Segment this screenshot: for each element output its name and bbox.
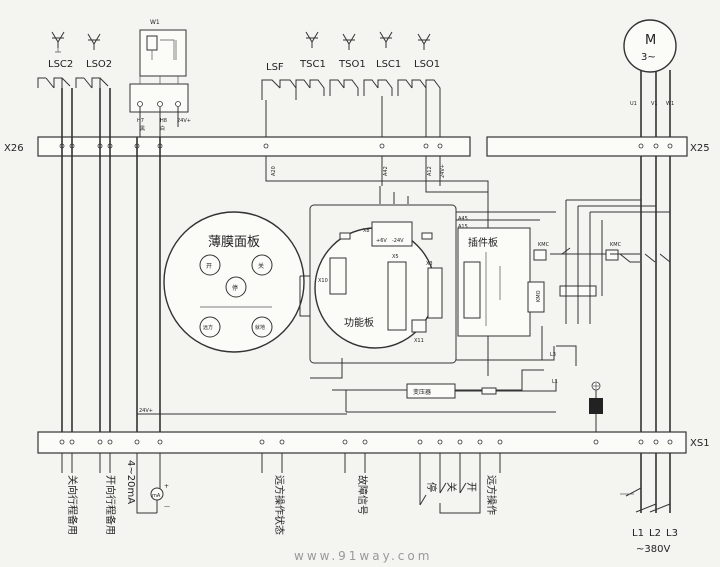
- x3-label: X3: [426, 261, 433, 267]
- supply-l3: L3: [666, 528, 678, 539]
- lso1-label: LSO1: [414, 59, 440, 70]
- kmc-label-2: KMC: [610, 242, 622, 248]
- watermark: www.91way.com: [294, 549, 432, 563]
- wire-a12: A12: [427, 166, 433, 176]
- label-close: 关: [445, 482, 458, 492]
- transformer: 变压器: [345, 379, 557, 412]
- plugin-board-title: 插件板: [468, 236, 498, 249]
- plus6v-label: +6V: [376, 238, 387, 244]
- w1-label: W1: [150, 19, 160, 26]
- wire-a45: A45: [458, 216, 468, 222]
- label-fault-signal: 故障信号: [356, 475, 369, 515]
- bus-24v-label: 24V+: [139, 408, 153, 414]
- wire-l1: L1: [552, 379, 558, 385]
- wire-24v: 24V+: [440, 164, 446, 178]
- label-current: 4~20mA: [125, 460, 136, 504]
- membrane-local: 就地: [255, 324, 265, 331]
- wire-a42: A42: [383, 166, 389, 176]
- label-remote-op: 远方操作: [485, 475, 498, 515]
- x10-label: X10: [318, 278, 328, 284]
- membrane-stop: 停: [232, 284, 238, 292]
- bottom-labels: 关向行程备用 开向行程备用 4~20mA 远方操作状态 故障信号 停 关 开 远…: [66, 460, 498, 535]
- label-stop: 停: [425, 482, 438, 492]
- w1-h8: H8: [160, 118, 167, 124]
- tso1-label: TSO1: [338, 59, 366, 70]
- supply-switch: [620, 487, 671, 513]
- lso2-label: LSO2: [86, 59, 112, 70]
- motor-u1: U1: [630, 101, 637, 107]
- label-remote-status: 远方操作状态: [273, 475, 286, 535]
- motor: M 3~ U1 V1 W1: [623, 19, 677, 137]
- w1-24v: 24V+: [177, 118, 191, 124]
- ma-meter: mA + —: [136, 463, 170, 514]
- vertical-wires: [61, 88, 671, 513]
- x26-label: X26: [4, 143, 24, 154]
- x26-terminals: [59, 143, 443, 149]
- label-open: 开: [465, 482, 476, 492]
- lsc1-label: LSC1: [376, 59, 401, 70]
- kmc-label: KMC: [538, 242, 550, 248]
- membrane-panel: 薄膜面板 开 关 停 远方 就地: [163, 211, 305, 353]
- membrane-remote: 远方: [203, 324, 213, 331]
- w1-black: 黑: [140, 126, 145, 132]
- contactor: KMC KMC KMO: [527, 199, 671, 324]
- label-open-travel: 开向行程备用: [104, 475, 117, 535]
- switch-contacts: [37, 77, 441, 100]
- function-board-title: 功能板: [344, 316, 374, 329]
- minus24v-label: -24V: [392, 238, 404, 244]
- bottom-switches: [419, 473, 481, 514]
- x26-terminal-bar: [37, 136, 471, 157]
- motor-phase: 3~: [641, 52, 656, 63]
- plus-label: +: [164, 483, 169, 490]
- xs1-terminals: [59, 439, 673, 445]
- function-board: X8 +6V -24V X10 X5 X3 功能板 X11: [309, 204, 457, 364]
- label-close-travel: 关向行程备用: [66, 475, 79, 535]
- x25-terminals: [638, 143, 673, 149]
- supply-l2: L2: [649, 528, 661, 539]
- motor-v1: V1: [651, 101, 658, 107]
- xs1-terminal-bar: [37, 431, 687, 454]
- x25-terminal-bar: [486, 136, 688, 157]
- xs1-label: XS1: [690, 438, 710, 449]
- motor-w1: W1: [666, 101, 674, 107]
- supply-l1: L1: [632, 528, 644, 539]
- membrane-close: 关: [258, 262, 264, 270]
- w1-module: W1 H7 H8 24V+ 黑 白: [129, 19, 191, 137]
- ground-fuse: [589, 381, 603, 432]
- plugin-board: 插件板: [457, 227, 531, 337]
- top-switches: [51, 31, 431, 53]
- x5-label: X5: [392, 254, 399, 260]
- supply-voltage: ~380V: [636, 544, 670, 555]
- tsc1-label: TSC1: [299, 59, 326, 70]
- x25-label: X25: [690, 143, 710, 154]
- ma-label: mA: [152, 493, 161, 499]
- x8-label: X8: [363, 228, 370, 234]
- wire-a15: A15: [458, 224, 468, 230]
- wire-a20: A20: [271, 166, 277, 176]
- motor-circle: [623, 19, 677, 73]
- w1-white: 白: [160, 125, 165, 132]
- membrane-open: 开: [206, 263, 212, 270]
- wire-l3: L3: [550, 352, 556, 358]
- membrane-panel-title: 薄膜面板: [208, 235, 260, 250]
- lsc2-label: LSC2: [48, 59, 73, 70]
- kmo-label: KMO: [536, 290, 542, 302]
- lsf-label: LSF: [266, 62, 284, 73]
- motor-label: M: [645, 33, 656, 48]
- minus-label: —: [164, 503, 170, 510]
- transformer-label: 变压器: [413, 388, 431, 396]
- x11-label: X11: [414, 338, 424, 344]
